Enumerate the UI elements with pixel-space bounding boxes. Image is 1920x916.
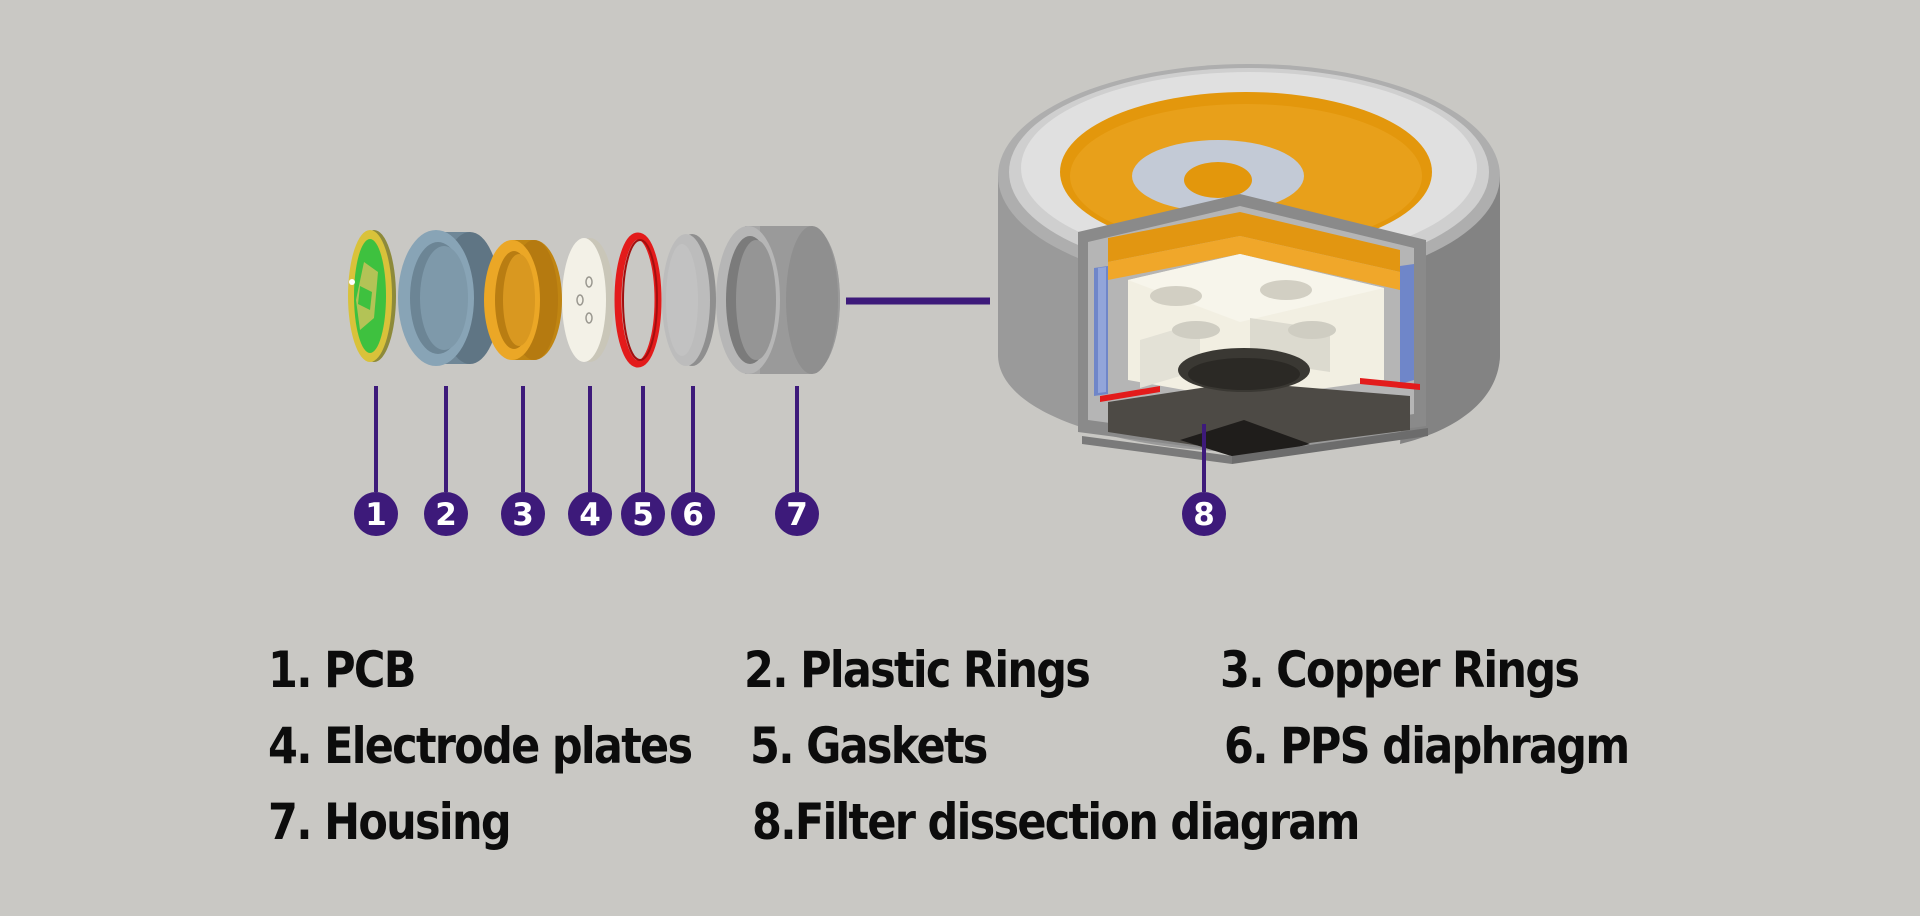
gasket-part	[614, 232, 662, 368]
legend-item-copper-rings: 3. Copper Rings	[1220, 641, 1580, 699]
marker-circle-4	[568, 492, 612, 536]
marker-circle-3	[501, 492, 545, 536]
legend-item-gaskets: 5. Gaskets	[750, 717, 988, 775]
copper-ring-part	[484, 240, 562, 360]
electrode-plate-part	[562, 238, 614, 362]
marker-number-1: 1	[365, 497, 387, 533]
legend-item-filter-dissection-diagram: 8.Filter dissection diagram	[752, 793, 1360, 851]
marker-circle-7	[775, 492, 819, 536]
marker-circle-6	[671, 492, 715, 536]
plastic-ring-part	[398, 230, 500, 366]
filter-cutaway	[998, 64, 1500, 464]
marker-number-3: 3	[512, 497, 534, 533]
marker-number-4: 4	[579, 497, 601, 533]
marker-circle-8	[1182, 492, 1226, 536]
legend-item-pcb: 1. PCB	[268, 641, 416, 699]
marker-number-6: 6	[682, 497, 704, 533]
housing-part	[716, 226, 840, 374]
marker-number-2: 2	[435, 497, 457, 533]
marker-number-7: 7	[786, 497, 808, 533]
marker-number-8: 8	[1193, 497, 1215, 533]
legend-item-pps-diaphragm: 6. PPS diaphragm	[1224, 717, 1630, 775]
pps-diaphragm-part	[662, 234, 716, 366]
marker-circle-2	[424, 492, 468, 536]
pcb-part	[348, 230, 396, 362]
marker-circle-5	[621, 492, 665, 536]
legend-item-plastic-rings: 2. Plastic Rings	[744, 641, 1091, 699]
legend-item-housing: 7. Housing	[268, 793, 512, 851]
legend-item-electrode-plates: 4. Electrode plates	[268, 717, 693, 775]
marker-number-5: 5	[632, 497, 654, 533]
legend: 1. PCB 2. Plastic Rings 3. Copper Rings …	[268, 640, 1668, 880]
marker-circle-1	[354, 492, 398, 536]
